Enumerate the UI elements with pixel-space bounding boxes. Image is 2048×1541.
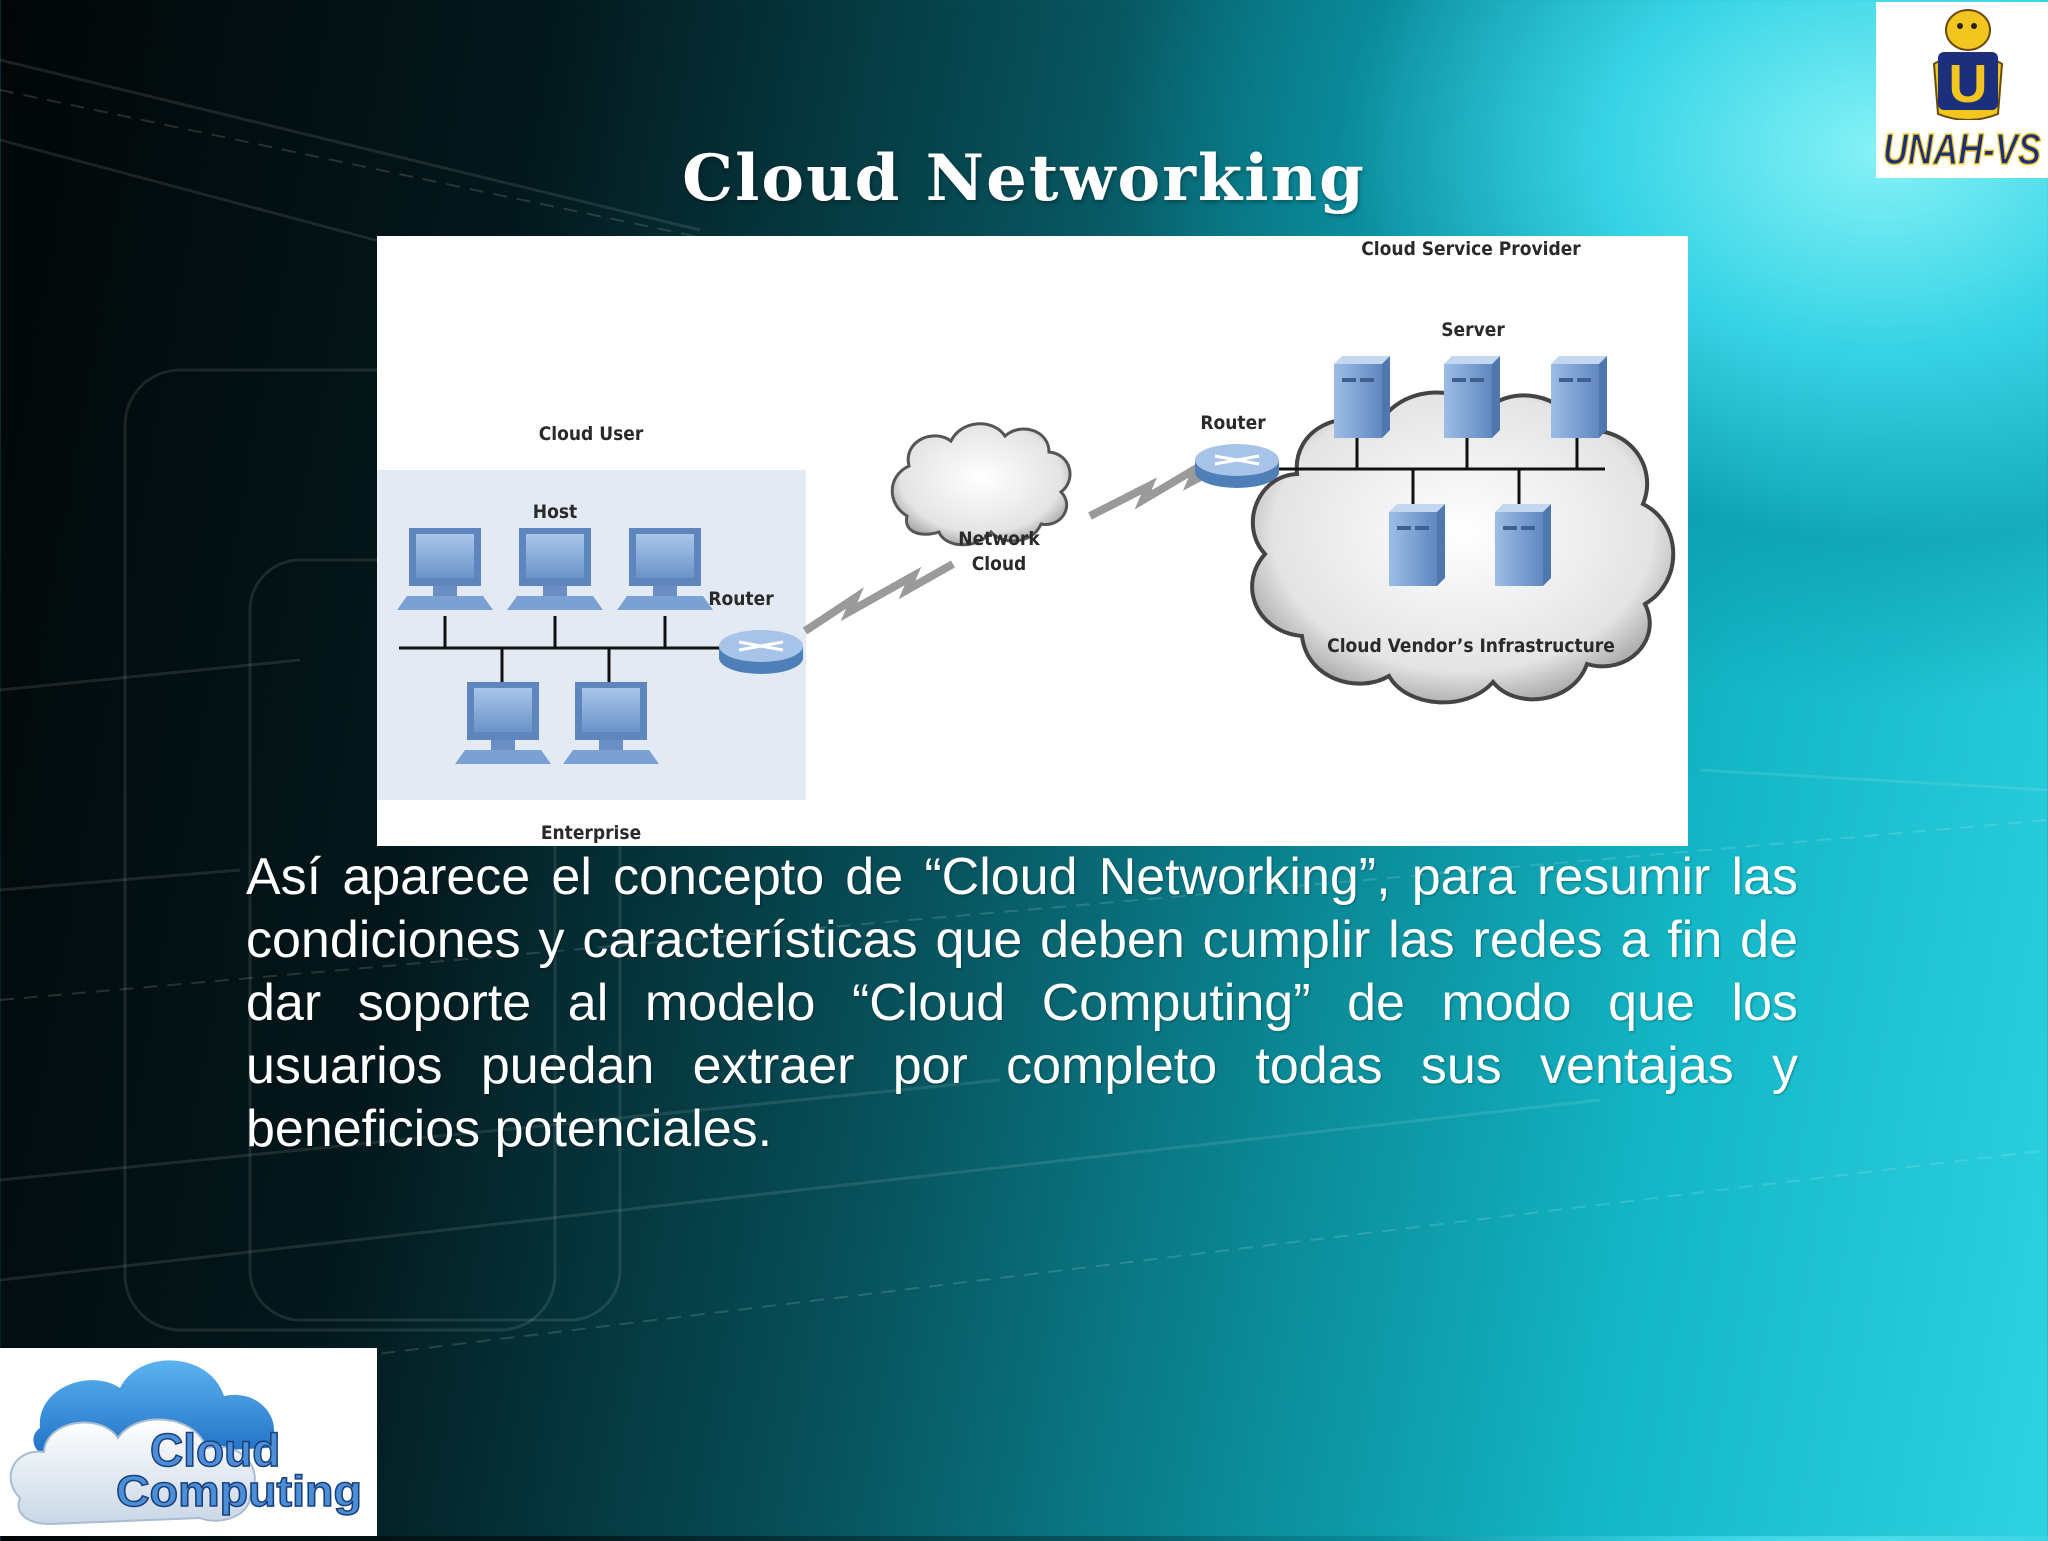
logo-text: UNAH-VS: [1883, 125, 2041, 174]
host-computer: [397, 528, 493, 610]
server-icon: [1389, 504, 1445, 586]
server-icon: [1444, 356, 1500, 438]
logo-letter: U: [1949, 54, 1988, 114]
host-computer: [617, 528, 713, 610]
cloud-user-label: Cloud User: [539, 423, 644, 445]
host-computer: [507, 528, 603, 610]
mascot-logo-icon: U UNAH-VS: [1880, 9, 2044, 175]
wan-link-enterprise: [802, 560, 955, 635]
enterprise-router-label: Router: [708, 588, 774, 610]
cloud-networking-diagram: Network Cloud: [377, 236, 1688, 846]
slide-title: Cloud Networking: [682, 140, 1366, 216]
host-computer: [455, 682, 551, 764]
body-paragraph: Así aparece el concepto de “Cloud Networ…: [246, 848, 1798, 1158]
provider-lan: [1277, 432, 1605, 506]
provider-router-icon: [1195, 444, 1279, 488]
network-cloud-label-2: Cloud: [972, 553, 1027, 575]
cloud-computing-logo: Cloud Computing: [0, 1348, 377, 1536]
cloud-logo-icon: Cloud Computing: [9, 1360, 363, 1526]
server-icon: [1334, 356, 1390, 438]
server-icon: [1551, 356, 1607, 438]
logo-word-computing: Computing: [116, 1467, 362, 1516]
network-cloud-label-1: Network: [958, 528, 1040, 550]
provider-router-label: Router: [1200, 412, 1266, 434]
server-icon: [1495, 504, 1551, 586]
enterprise-router-icon: [719, 630, 803, 674]
host-computer: [563, 682, 659, 764]
host-label: Host: [533, 501, 577, 523]
unah-vs-logo: U UNAH-VS: [1876, 2, 2048, 178]
server-label: Server: [1441, 319, 1505, 341]
vendor-infrastructure-label: Cloud Vendor’s Infrastructure: [1327, 635, 1615, 657]
network-cloud-icon: [890, 422, 1072, 547]
enterprise-label: Enterprise: [541, 822, 641, 844]
enterprise-lan: [399, 616, 699, 686]
cloud-service-provider-label: Cloud Service Provider: [1361, 238, 1581, 260]
logo-word-cloud: Cloud: [150, 1424, 280, 1476]
